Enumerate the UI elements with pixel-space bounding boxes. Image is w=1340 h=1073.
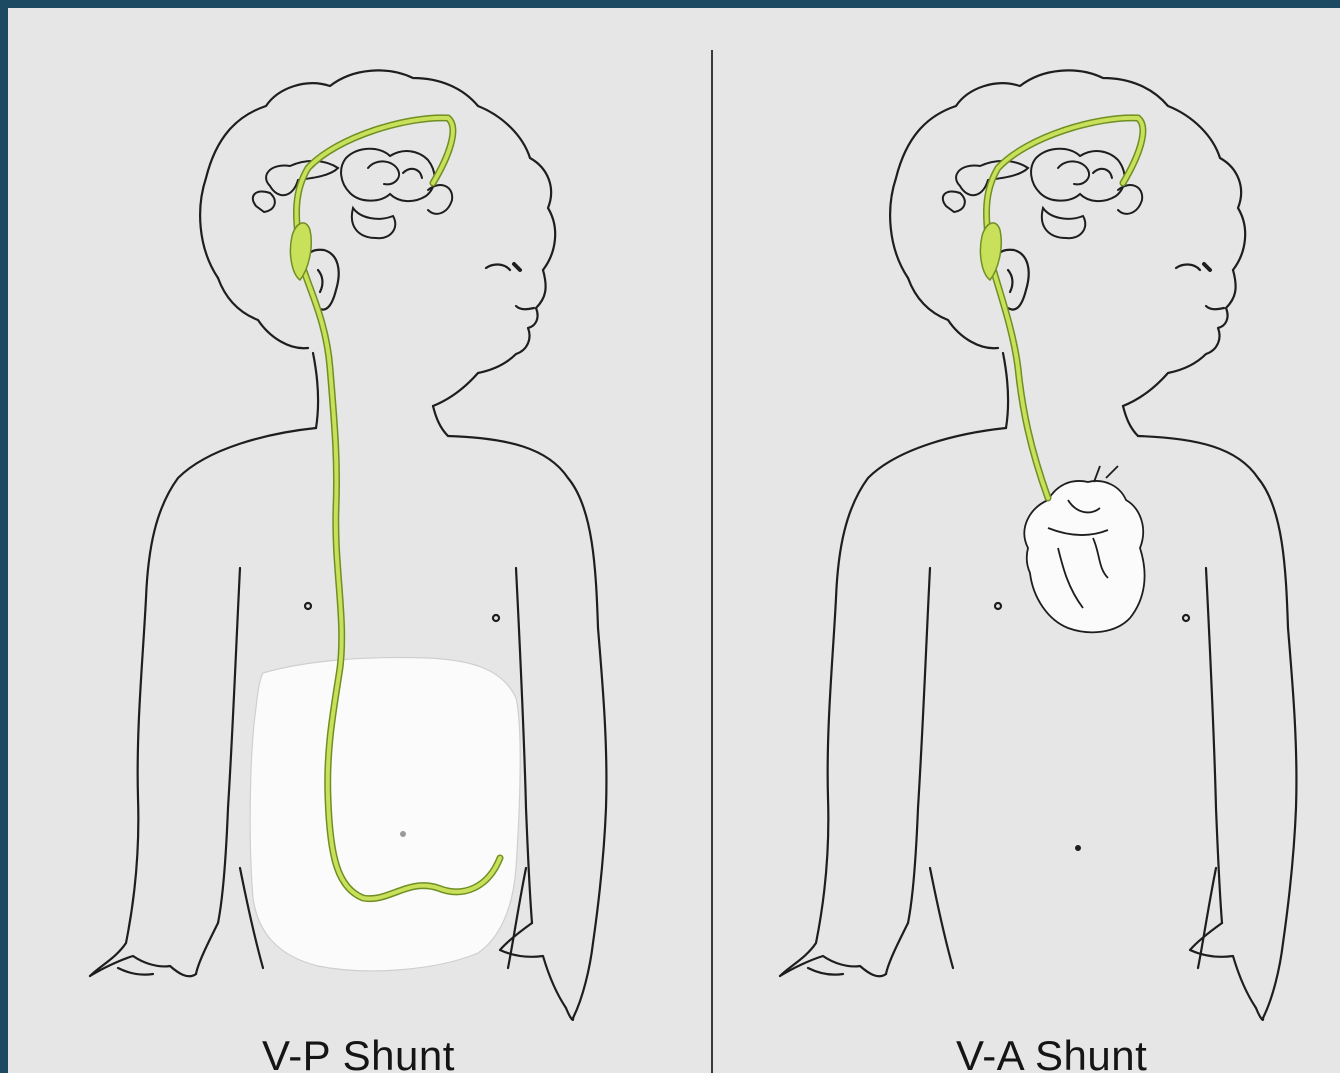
vp-shunt-caption: V-P Shunt [262,1032,455,1073]
va-shunt-caption: V-A Shunt [956,1032,1147,1073]
brain-ventricles-vp [253,149,452,238]
va-shunt-catheter [980,118,1142,498]
vp-panel [90,70,606,1020]
illustration-canvas: V-P Shunt V-A Shunt [8,8,1340,1073]
va-panel [780,70,1296,1020]
brain-ventricles-va [943,149,1142,238]
peritoneum-region [250,658,520,971]
illustration-svg [8,8,1340,1073]
